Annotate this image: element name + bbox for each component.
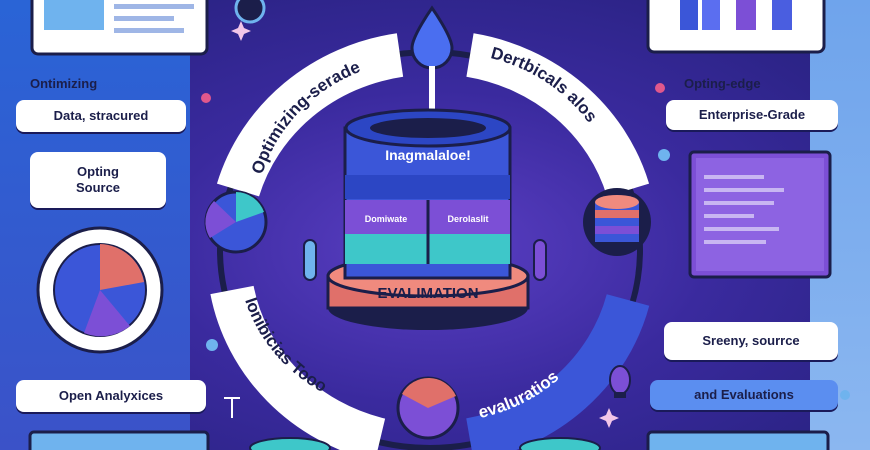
blue-dot-corner <box>840 390 850 400</box>
label-opting-line: Opting <box>77 163 119 179</box>
database-right-slot-text: Derolaslit <box>447 214 488 224</box>
pie-chart-large-icon <box>36 226 164 354</box>
pink-dot <box>201 93 211 103</box>
list-panel-icon <box>688 150 832 279</box>
bottom-teal-disc <box>249 437 331 450</box>
blue-dot-right <box>658 149 670 161</box>
label-data-structured: Data, stracured <box>16 100 186 132</box>
label-enterprise-grade: Enterprise-Grade <box>666 100 838 130</box>
monitor-icon-top-left <box>30 0 209 56</box>
bottom-teal-disc-right <box>519 437 601 450</box>
label-source-line: Source <box>75 180 121 195</box>
water-drop-icon <box>410 5 454 126</box>
pink-dot-right <box>655 83 665 93</box>
label-and-evaluations: and Evaluations <box>650 380 838 410</box>
label-sreeny-source: Sreeny, sourrce <box>664 322 838 360</box>
label-open-analytics: Open Analyxices <box>16 380 206 412</box>
bottom-left-screen <box>28 430 210 450</box>
left-panel-background <box>0 0 190 450</box>
database-banner-text: Inagmalaloe! <box>385 147 471 163</box>
process-ring <box>210 33 650 450</box>
sparkle-icon <box>231 21 251 41</box>
top-circle-icon <box>234 0 266 24</box>
heading-opting-edge: Opting-edge <box>684 76 761 91</box>
pie-chart-icon-left <box>204 190 268 254</box>
pin-icon <box>224 397 240 418</box>
bar-chart-monitor-icon <box>646 0 826 54</box>
blue-dot-left <box>206 339 218 351</box>
database-left-slot-text: Domiwate <box>365 214 408 224</box>
database-base-text: EVALIMATION <box>377 285 478 302</box>
lightbulb-icon <box>609 365 631 398</box>
mini-database-icon <box>583 188 651 256</box>
label-opting-source: Opting Source <box>30 152 166 208</box>
bottom-right-screen <box>646 430 830 450</box>
sparkle-icon-bottom <box>599 408 619 428</box>
database-stack <box>326 108 530 330</box>
pie-chart-icon-bottom <box>396 376 460 440</box>
test-tubes-icon <box>303 239 547 281</box>
heading-ontimizing: Ontimizing <box>30 76 98 91</box>
